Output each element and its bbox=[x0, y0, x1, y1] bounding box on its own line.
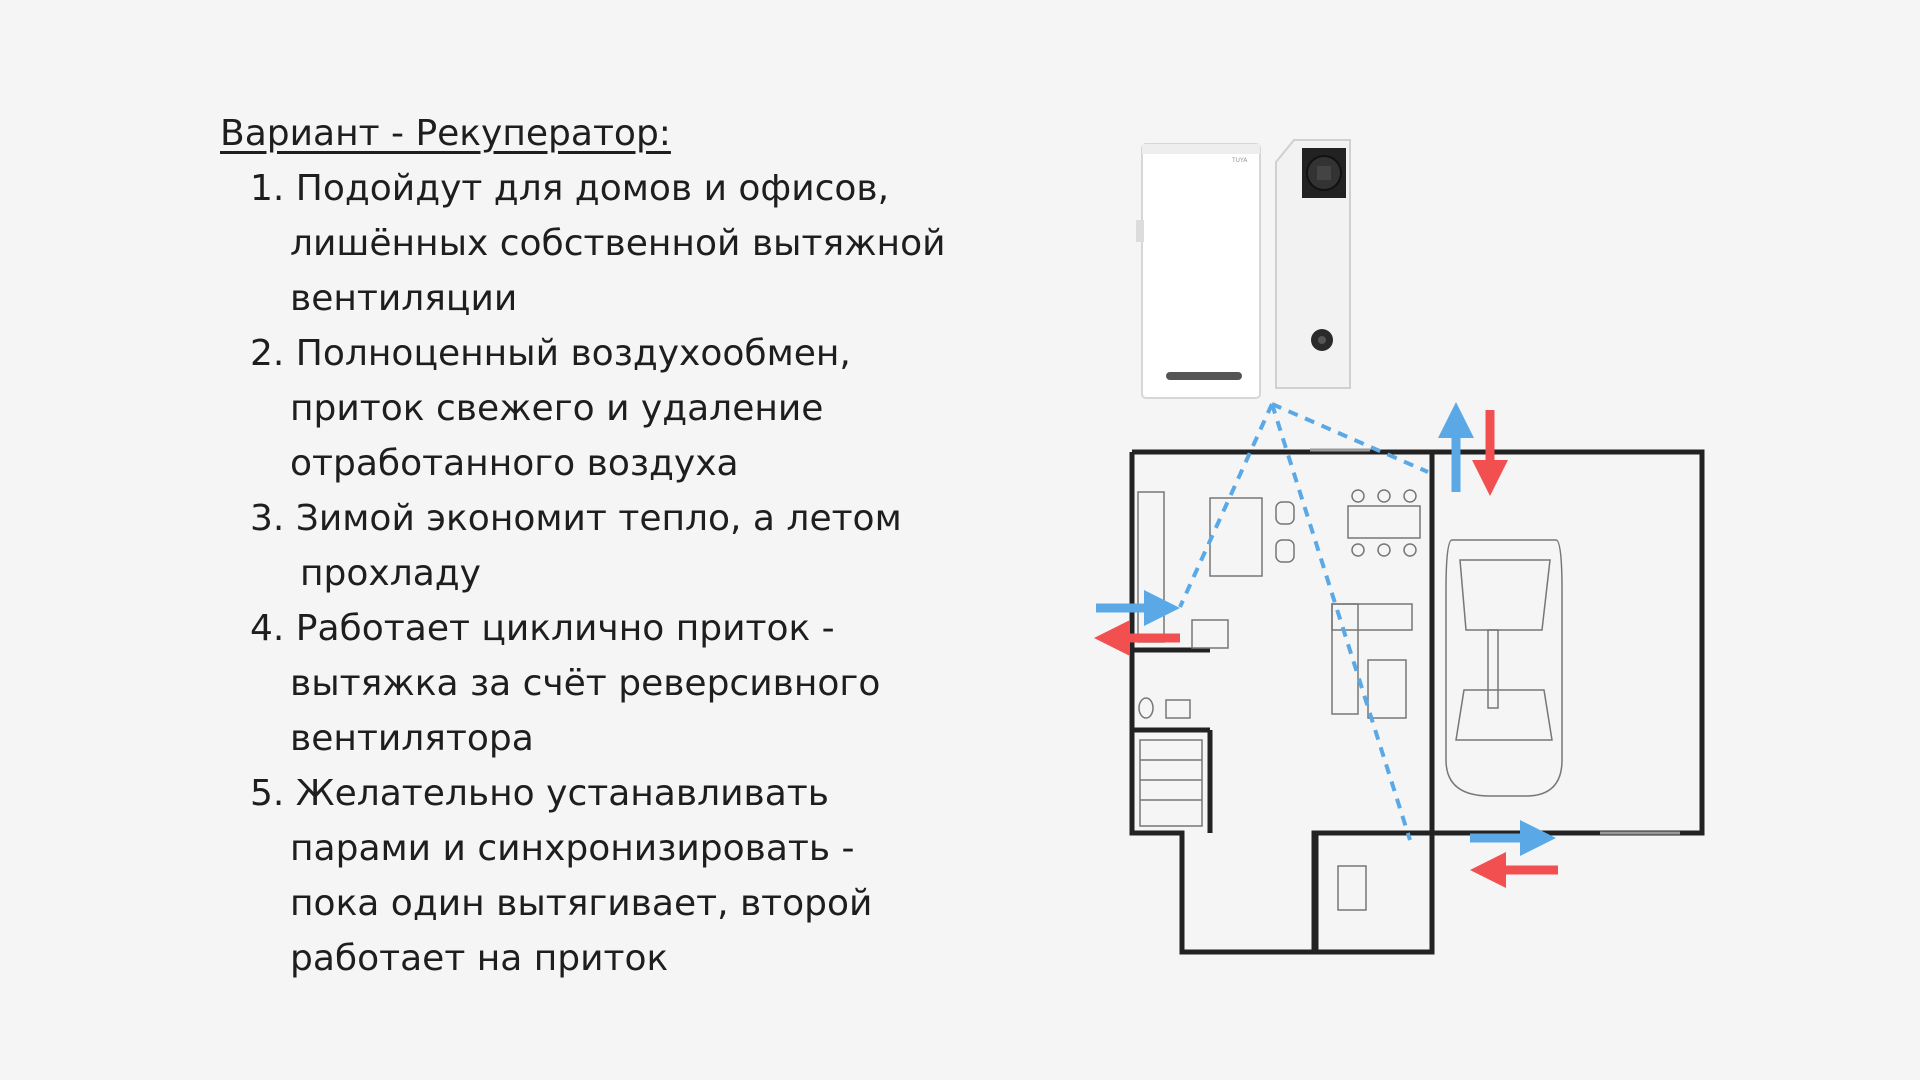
recuperator-illustration: TUYA bbox=[1080, 120, 1740, 980]
list-item: 2. Полноценный воздухообмен, приток свеж… bbox=[250, 326, 1000, 491]
item-line: парами и синхронизировать - bbox=[290, 828, 855, 869]
recuperator-unit-icon: TUYA bbox=[1136, 139, 1351, 399]
list-item: 5. Желательно устанавливать парами и син… bbox=[250, 766, 1000, 986]
item-line: 1. Подойдут для домов и офисов, bbox=[250, 168, 890, 209]
duct-lines bbox=[1178, 402, 1429, 841]
item-line: 4. Работает циклично приток - bbox=[250, 608, 835, 649]
item-line: вытяжка за счёт реверсивного bbox=[290, 663, 881, 704]
item-line: вентилятора bbox=[290, 718, 534, 759]
item-line: 2. Полноценный воздухообмен, bbox=[250, 333, 851, 374]
list-item: 3. Зимой экономит тепло, а летом прохлад… bbox=[250, 491, 1000, 601]
item-line: работает на приток bbox=[290, 938, 669, 979]
house-floor-plan-icon bbox=[1129, 449, 1705, 955]
item-line: 3. Зимой экономит тепло, а летом bbox=[250, 498, 902, 539]
text-block: Вариант - Рекуператор: 1. Подойдут для д… bbox=[220, 106, 1000, 986]
list-item: 4. Работает циклично приток - вытяжка за… bbox=[250, 601, 1000, 766]
item-line: 5. Желательно устанавливать bbox=[250, 773, 829, 814]
svg-text:TUYA: TUYA bbox=[1231, 157, 1248, 164]
heading: Вариант - Рекуператор: bbox=[220, 113, 671, 154]
list-item: 1. Подойдут для домов и офисов, лишённых… bbox=[250, 161, 1000, 326]
item-line: приток свежего и удаление bbox=[290, 388, 824, 429]
item-line: пока один вытягивает, второй bbox=[290, 883, 873, 924]
item-line: лишённых собственной вытяжной bbox=[290, 223, 946, 264]
feature-list: 1. Подойдут для домов и офисов, лишённых… bbox=[220, 161, 1000, 986]
item-line: вентиляции bbox=[290, 278, 518, 319]
item-line: прохладу bbox=[300, 553, 481, 594]
item-line: отработанного воздуха bbox=[290, 443, 739, 484]
